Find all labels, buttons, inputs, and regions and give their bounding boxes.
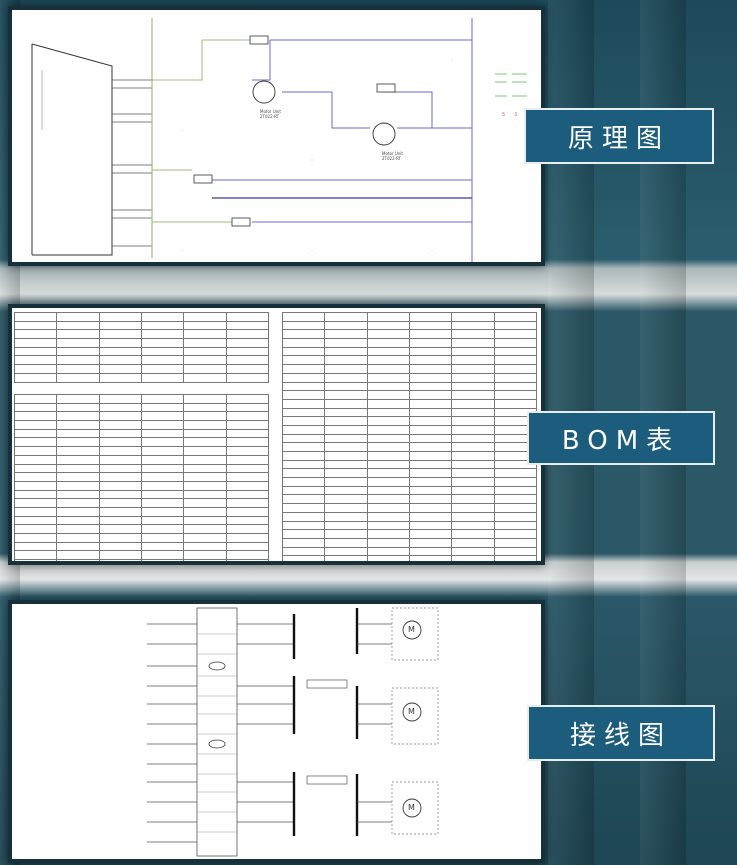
bom-panel [8, 304, 545, 565]
svg-text:5: 5 [502, 112, 505, 118]
bom-label: BOM表 [527, 411, 715, 465]
svg-text:2T022-RT: 2T022-RT [260, 114, 280, 119]
wiring-label: 接线图 [527, 705, 715, 761]
svg-text:M: M [408, 625, 415, 634]
bom-label-text: BOM表 [561, 425, 681, 456]
bom-table-bottom-left [13, 394, 270, 561]
svg-text:Motor Unit: Motor Unit [382, 151, 403, 156]
svg-text:Motor Unit: Motor Unit [260, 109, 281, 114]
svg-text:M: M [408, 803, 415, 812]
wiring-drawing: M M M [147, 607, 439, 857]
schematic-label-text: 原理图 [567, 123, 670, 154]
wiring-panel: M M M [8, 600, 545, 863]
svg-text:M: M [408, 707, 415, 716]
svg-text:2T022-RT: 2T022-RT [382, 156, 402, 161]
schematic-label: 原理图 [524, 108, 714, 164]
svg-text:3: 3 [514, 112, 517, 118]
wiring-label-text: 接线图 [569, 720, 672, 751]
bom-table-right [281, 312, 538, 561]
bom-table-top-left [13, 312, 270, 383]
